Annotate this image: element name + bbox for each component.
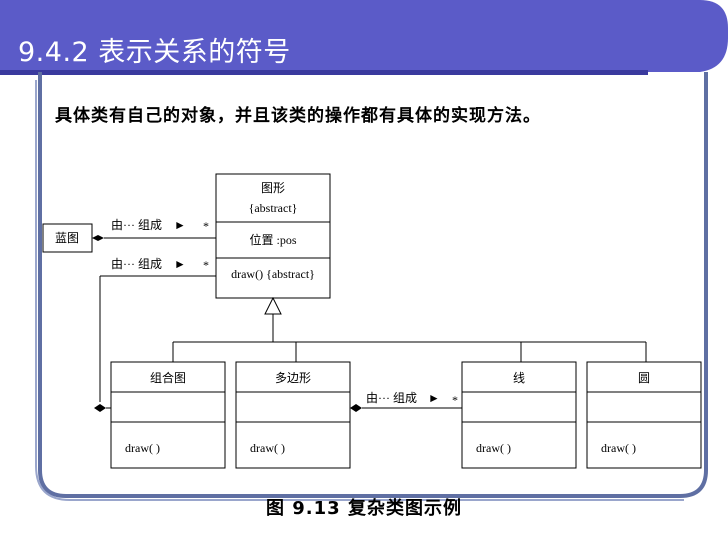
figure-class: 图形 {abstract} 位置 :pos draw() {abstract} bbox=[215, 173, 331, 299]
relation-composite-figure: 由··· 组成 ► * bbox=[94, 257, 216, 412]
relation-label-2: 由··· 组成 bbox=[111, 257, 162, 271]
caption-number: 9.13 bbox=[292, 498, 341, 519]
subclass-composite: 组合图 draw( ) bbox=[110, 361, 226, 469]
subclass-name: 线 bbox=[513, 371, 525, 385]
subclass-operation: draw( ) bbox=[601, 441, 636, 455]
subclass-name: 多边形 bbox=[275, 371, 311, 385]
figure-class-name: 图形 bbox=[261, 181, 285, 195]
subclass-name: 圆 bbox=[638, 371, 650, 385]
slide-description: 具体类有自己的对象，并且该类的操作都有具体的实现方法。 bbox=[55, 106, 541, 126]
relation-multiplicity-3: * bbox=[452, 393, 458, 407]
subclass-name: 组合图 bbox=[150, 370, 186, 385]
relation-arrow-2: ► bbox=[174, 257, 186, 271]
relation-multiplicity-2: * bbox=[203, 258, 209, 272]
relation-multiplicity-1: * bbox=[203, 219, 209, 233]
subclass-polygon: 多边形 draw( ) bbox=[235, 361, 351, 469]
subclass-circle: 圆 draw( ) bbox=[586, 361, 702, 469]
blueprint-class: 蓝图 bbox=[42, 223, 93, 253]
relation-arrow-1: ► bbox=[174, 218, 186, 232]
figure-class-attribute: 位置 :pos bbox=[249, 232, 296, 247]
relation-label-1: 由··· 组成 bbox=[111, 218, 162, 232]
blueprint-class-name: 蓝图 bbox=[55, 231, 79, 245]
generalization bbox=[172, 296, 647, 362]
slide-title: 9.4.2 表示关系的符号 bbox=[18, 37, 291, 68]
subclass-operation: draw( ) bbox=[476, 441, 511, 455]
subclass-operation: draw( ) bbox=[250, 441, 285, 455]
caption-prefix: 图 bbox=[266, 498, 293, 519]
relation-blueprint-figure: 由··· 组成 ► * bbox=[92, 218, 216, 241]
relation-label-3: 由··· 组成 bbox=[366, 391, 417, 405]
figure-class-stereotype: {abstract} bbox=[249, 201, 298, 215]
figure-caption: 图 9.13 复杂类图示例 bbox=[0, 494, 728, 520]
title-bar bbox=[0, 0, 728, 72]
relation-polygon-line: 由··· 组成 ► * bbox=[350, 391, 462, 412]
caption-text: 复杂类图示例 bbox=[340, 498, 462, 519]
figure-class-operation: draw() {abstract} bbox=[231, 267, 315, 281]
relation-arrow-3: ► bbox=[428, 391, 440, 405]
subclass-line: 线 draw( ) bbox=[461, 361, 577, 469]
subclass-operation: draw( ) bbox=[125, 441, 160, 455]
